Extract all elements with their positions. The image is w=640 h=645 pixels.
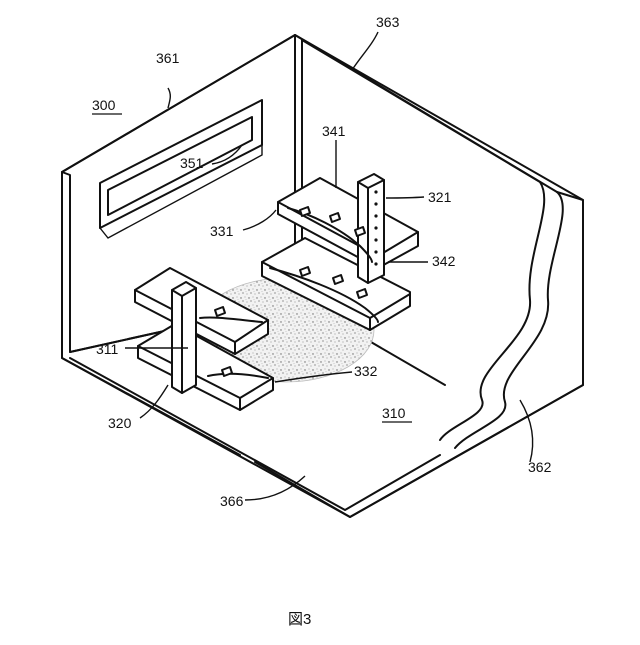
label-362: 362 [528,459,552,475]
label-351: 351 [180,155,204,171]
label-342: 342 [432,253,456,269]
label-310: 310 [382,405,406,421]
label-363: 363 [376,14,400,30]
label-321: 321 [428,189,452,205]
label-366: 366 [220,493,244,509]
label-331: 331 [210,223,234,239]
label-311: 311 [96,341,119,357]
label-300: 300 [92,97,116,113]
label-361: 361 [156,50,180,66]
figure-caption: 図3 [288,611,311,628]
label-332: 332 [354,363,378,379]
label-320: 320 [108,415,132,431]
label-341: 341 [322,123,346,139]
